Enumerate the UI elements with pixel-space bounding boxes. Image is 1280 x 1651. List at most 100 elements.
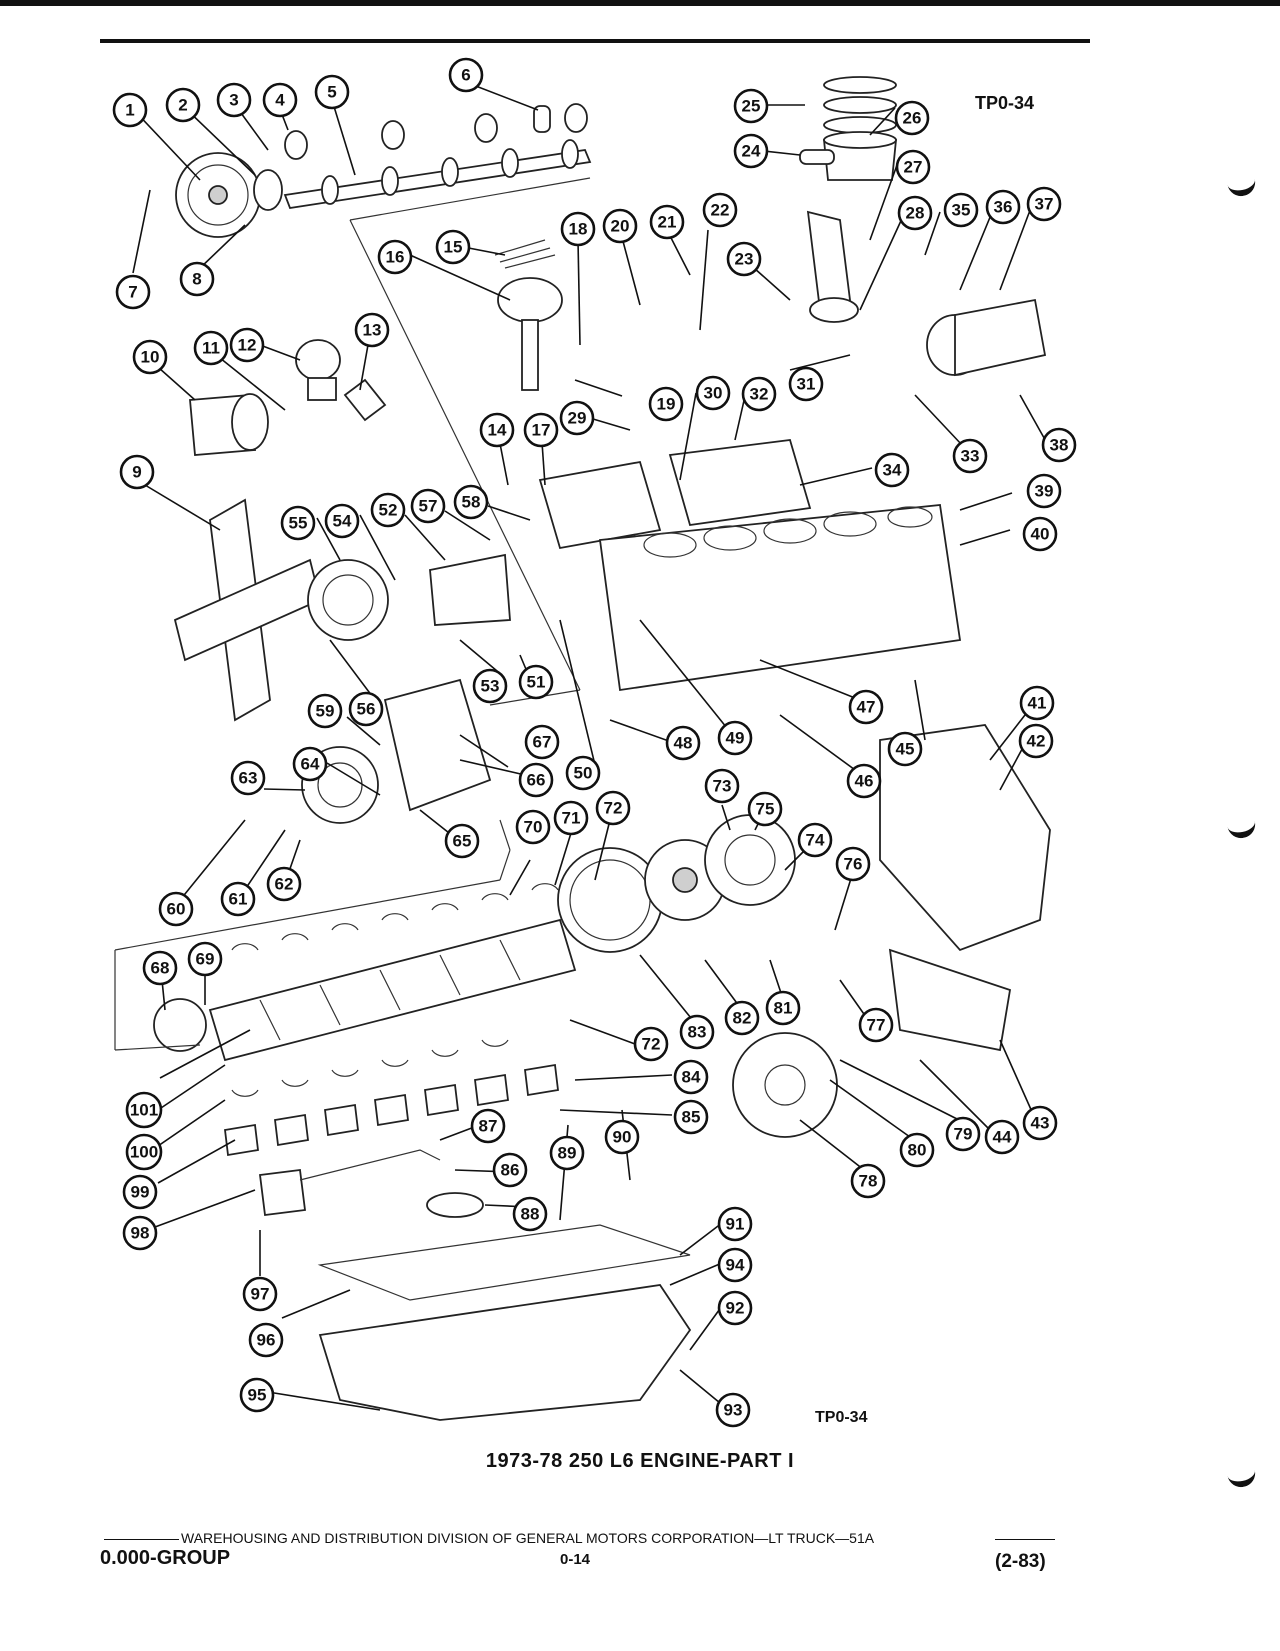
svg-text:39: 39 — [1035, 482, 1054, 501]
oil-pan-gasket — [317, 1224, 691, 1301]
cylinder-block — [598, 504, 962, 692]
svg-text:74: 74 — [806, 831, 825, 850]
callout-60: 60 — [158, 891, 194, 927]
svg-text:68: 68 — [151, 959, 170, 978]
callout-57: 57 — [410, 488, 446, 524]
svg-text:66: 66 — [527, 771, 546, 790]
callout-46: 46 — [846, 763, 882, 799]
svg-text:17: 17 — [532, 421, 551, 440]
rocker-covers — [538, 439, 812, 550]
callout-18: 18 — [560, 211, 596, 247]
svg-text:21: 21 — [658, 213, 677, 232]
callout-100: 100 — [125, 1133, 163, 1171]
svg-text:30: 30 — [704, 384, 723, 403]
svg-text:43: 43 — [1031, 1114, 1050, 1133]
reference-code-bottom: TP0-34 — [815, 1409, 868, 1426]
svg-text:95: 95 — [248, 1386, 267, 1405]
callout-87: 87 — [470, 1108, 506, 1144]
piston-pin — [799, 149, 835, 165]
callout-55: 55 — [280, 505, 316, 541]
svg-text:101: 101 — [130, 1101, 158, 1120]
callout-74: 74 — [797, 822, 833, 858]
pressure-plate — [704, 814, 796, 906]
svg-text:10: 10 — [141, 348, 160, 367]
svg-text:94: 94 — [726, 1256, 745, 1275]
callout-33: 33 — [952, 438, 988, 474]
callout-97: 97 — [242, 1276, 278, 1312]
callout-30: 30 — [695, 375, 731, 411]
svg-text:97: 97 — [251, 1285, 270, 1304]
callout-79: 79 — [945, 1116, 981, 1152]
callout-22: 22 — [702, 192, 738, 228]
svg-text:38: 38 — [1050, 436, 1069, 455]
svg-text:45: 45 — [896, 740, 915, 759]
svg-text:14: 14 — [488, 421, 507, 440]
callout-77: 77 — [858, 1007, 894, 1043]
callout-99: 99 — [122, 1174, 158, 1210]
callout-89: 89 — [549, 1135, 585, 1171]
svg-text:6: 6 — [461, 66, 470, 85]
flywheel-inspection-cover — [888, 948, 1012, 1052]
callout-24: 24 — [733, 133, 769, 169]
callout-81: 81 — [765, 990, 801, 1026]
callout-19: 19 — [648, 386, 684, 422]
callout-82: 82 — [724, 1000, 760, 1036]
svg-text:8: 8 — [192, 270, 201, 289]
callout-9: 9 — [119, 454, 155, 490]
callout-72-upper: 72 — [595, 790, 631, 826]
footer-group: 0.000-GROUP — [100, 1547, 231, 1569]
svg-text:31: 31 — [797, 375, 816, 394]
svg-text:1: 1 — [125, 101, 134, 120]
footer-dash-right — [995, 1539, 1055, 1540]
svg-text:57: 57 — [419, 497, 438, 516]
svg-text:70: 70 — [524, 818, 543, 837]
svg-text:93: 93 — [724, 1401, 743, 1420]
svg-text:81: 81 — [774, 999, 793, 1018]
svg-text:60: 60 — [167, 900, 186, 919]
callout-53: 53 — [472, 668, 508, 704]
callout-63: 63 — [230, 760, 266, 796]
svg-text:72: 72 — [642, 1035, 661, 1054]
svg-text:56: 56 — [357, 700, 376, 719]
footer-division-line: WAREHOUSING AND DISTRIBUTION DIVISION OF… — [104, 1530, 874, 1546]
piston — [823, 131, 897, 181]
callout-32: 32 — [741, 376, 777, 412]
starter-motor — [926, 298, 1047, 377]
callout-58: 58 — [453, 484, 489, 520]
callout-39: 39 — [1026, 473, 1062, 509]
valve-lifter — [533, 105, 551, 133]
svg-text:76: 76 — [844, 855, 863, 874]
svg-text:11: 11 — [202, 339, 220, 358]
callout-15: 15 — [435, 229, 471, 265]
svg-text:73: 73 — [713, 777, 732, 796]
callout-69: 69 — [187, 941, 223, 977]
callout-23: 23 — [726, 241, 762, 277]
svg-text:23: 23 — [735, 250, 754, 269]
fan-blade — [173, 498, 322, 722]
svg-text:89: 89 — [558, 1144, 577, 1163]
svg-text:7: 7 — [128, 283, 137, 302]
svg-text:62: 62 — [275, 875, 294, 894]
callout-43: 43 — [1022, 1105, 1058, 1141]
svg-text:28: 28 — [906, 204, 925, 223]
svg-text:49: 49 — [726, 729, 745, 748]
callout-62: 62 — [266, 866, 302, 902]
svg-text:99: 99 — [131, 1183, 150, 1202]
callout-25: 25 — [733, 88, 769, 124]
callout-4: 4 — [262, 82, 298, 118]
lower-bearing-shells — [231, 1039, 509, 1097]
svg-text:3: 3 — [229, 91, 238, 110]
flywheel — [557, 847, 663, 953]
flex-plate — [732, 1032, 838, 1138]
callout-54: 54 — [324, 503, 360, 539]
callout-42: 42 — [1018, 723, 1054, 759]
callout-16: 16 — [377, 239, 413, 275]
callout-5: 5 — [314, 74, 350, 110]
footer-dash-left — [104, 1538, 179, 1540]
svg-text:40: 40 — [1031, 525, 1050, 544]
callout-88: 88 — [512, 1196, 548, 1232]
callout-101: 101 — [125, 1091, 163, 1129]
svg-text:87: 87 — [479, 1117, 498, 1136]
svg-text:61: 61 — [229, 890, 248, 909]
